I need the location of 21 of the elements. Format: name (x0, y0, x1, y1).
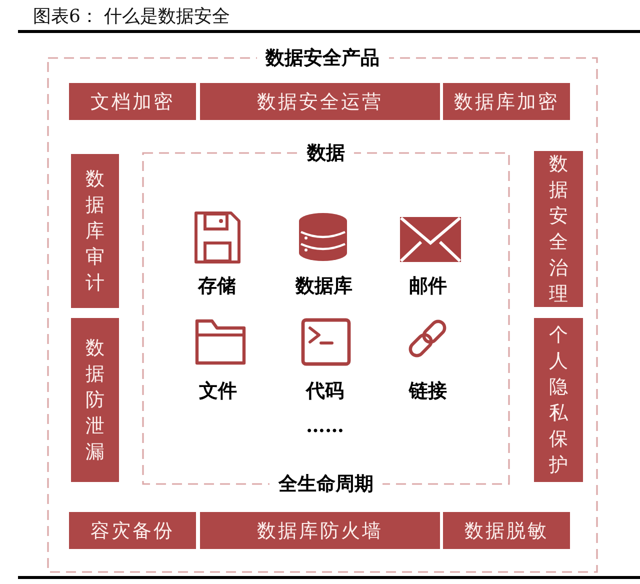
icon-caption: 数据库 (296, 274, 352, 298)
panel-heading: 数据安全产品 (256, 46, 388, 70)
category-tile: 数据库加密 (443, 83, 570, 120)
category-tile: 数据安全运营 (200, 83, 440, 120)
category-tile: 文档加密 (69, 83, 196, 120)
category-tile: 个人隐私保护 (534, 318, 583, 482)
icon-caption: 文件 (199, 379, 237, 403)
ellipsis: …… (306, 414, 344, 438)
category-tile: 数据库审计 (71, 154, 119, 308)
dashed-panel (47, 46, 598, 573)
category-tile: 数据库防火墙 (200, 512, 440, 549)
panel-footer: 全生命周期 (270, 472, 382, 496)
category-tile: 容灾备份 (69, 512, 196, 549)
figure-title: 图表6： 什么是数据安全 (33, 5, 230, 29)
category-tile: 数据安全治理 (534, 151, 583, 307)
icon-caption: 存储 (198, 274, 236, 298)
icon-caption: 代码 (306, 379, 344, 403)
icon-caption: 链接 (409, 379, 447, 403)
icon-caption: 邮件 (409, 274, 447, 298)
category-tile: 数据脱敏 (443, 512, 570, 549)
category-tile: 数据防泄漏 (71, 318, 119, 482)
